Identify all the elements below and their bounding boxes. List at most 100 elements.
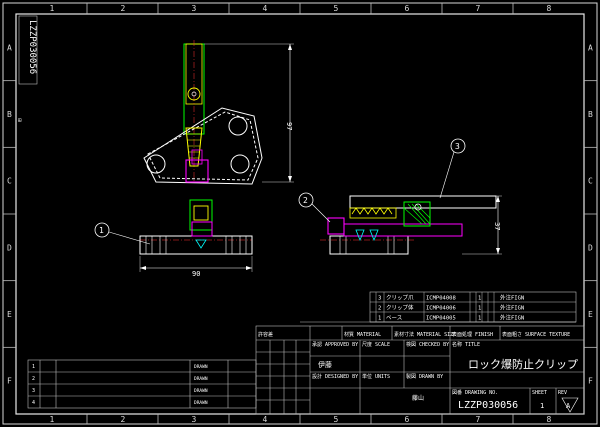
side-spring-housing (403, 201, 431, 227)
grid-label-left: A (7, 43, 12, 52)
cone-part-outline (185, 127, 203, 167)
approved-label: 承認 APPROVED BY (312, 341, 358, 348)
grid-label-right: A (588, 43, 593, 52)
drawn-name: 藤山 (412, 394, 424, 402)
grid-label-left: B (7, 110, 12, 119)
grid-label-left: C (7, 177, 12, 186)
callout-3-label: 3 (455, 142, 460, 151)
title-block-values: 伊藤 藤山 ロック爆防止クリップ LZZP030056 1 A (318, 357, 578, 411)
part-qty: 1 (478, 316, 481, 322)
title-label: 名称 TITLE (452, 341, 480, 348)
part-name: クリップ爪 (386, 295, 414, 302)
drawing-number: LZZP030056 (458, 400, 518, 411)
base-boss-top-view (191, 149, 203, 165)
dim-37-arrows (496, 196, 500, 254)
side-spring-coils (403, 203, 431, 225)
grid-ticks (3, 3, 597, 424)
revision-mark: 3 (32, 388, 35, 394)
grid-label-left: F (7, 377, 12, 386)
part-no: 3 (378, 296, 381, 302)
grid-label-top: 1 (50, 4, 55, 13)
grid-label-bottom: 4 (263, 415, 268, 424)
material-label: 材質 MATERIAL (344, 331, 381, 338)
part-code: ICMP04006 (426, 306, 456, 312)
callout-1-label: 1 (99, 226, 104, 235)
sheet-value: 1 (540, 402, 544, 410)
grid-label-top: 8 (547, 4, 552, 13)
cone-hatch (187, 133, 201, 159)
link-plate-outline (143, 107, 263, 185)
plate-hole-right (230, 154, 250, 174)
title-block (255, 325, 585, 415)
dim-90-text: 90 (192, 270, 200, 278)
part-qty: 1 (478, 296, 481, 302)
revision-text: DRAWN (194, 364, 208, 370)
rev-value: A (566, 402, 571, 410)
sheet-label: SHEET (532, 390, 547, 396)
handle-pivot-hole (191, 91, 197, 97)
surface-texture-label: 表面粗さ SURFACE TEXTURE (502, 331, 570, 338)
side-view: 37 (320, 195, 502, 255)
grid-label-right: D (588, 243, 593, 252)
revision-mark: 4 (32, 400, 35, 406)
front-view: 90 (139, 199, 253, 278)
plate-hole-left (146, 154, 166, 174)
title-block-labels: 許容差 材質 MATERIAL 素材寸法 MATERIAL SIZE 表面処理 … (258, 331, 570, 396)
revision-mark: 1 (32, 364, 35, 370)
grid-label-bottom: 7 (476, 415, 481, 424)
parts-list-row: 3 クリップ爪 ICMP04008 1 外注FIGN (370, 292, 576, 303)
grid-label-right: E (588, 310, 593, 319)
part-qty: 1 (478, 306, 481, 312)
part-code: ICMP04005 (426, 316, 456, 322)
part-name: ベース (386, 315, 402, 322)
front-spring-block (193, 205, 209, 221)
plate-hole-top-right (228, 116, 248, 136)
approved-name: 伊藤 (318, 360, 332, 369)
part-no: 1 (378, 316, 381, 322)
side-lever-body (343, 223, 463, 237)
grid-label-right: C (588, 177, 593, 186)
dim-97-text: 97 (285, 122, 293, 130)
grid-label-bottom: 3 (192, 415, 197, 424)
part-material: 外注FIGN (500, 294, 524, 302)
front-base-block (191, 221, 213, 237)
revision-table (27, 359, 257, 409)
grid-label-top: 4 (263, 4, 268, 13)
part-code: ICMP04008 (426, 296, 456, 302)
revision-text: DRAWN (194, 388, 208, 394)
projection-symbol-icon (561, 397, 579, 413)
grid-label-top: 3 (192, 4, 197, 13)
tolerance-label: 許容差 (258, 331, 273, 338)
revision-row: 4 DRAWN (32, 400, 208, 406)
material-size-label: 素材寸法 MATERIAL SIZE (394, 331, 456, 338)
front-base-holes (145, 235, 247, 255)
grid-label-top: 7 (476, 4, 481, 13)
link-plate-dashed (147, 111, 259, 181)
callout-1: 1 (94, 222, 151, 245)
left-edge-mark: ⊞ (18, 117, 22, 124)
dim-37-text: 37 (493, 222, 501, 230)
revision-row: 1 DRAWN (32, 364, 208, 370)
part-material: 外注FIGN (500, 304, 524, 312)
callout-2-label: 2 (303, 196, 308, 205)
grid-label-bottom: 6 (405, 415, 410, 424)
grid-label-bottom: 5 (334, 415, 339, 424)
drawn-label: 製図 DRAWN BY (406, 373, 443, 380)
front-pin (195, 239, 207, 249)
grid-label-bottom: 2 (121, 415, 126, 424)
revision-text: DRAWN (194, 400, 208, 406)
callout-3: 3 (439, 138, 466, 199)
grid-label-right: F (588, 377, 593, 386)
side-pivot (414, 203, 422, 211)
checked-label: 検図 CHECKED BY (406, 341, 449, 348)
top-view: 97 (143, 40, 294, 185)
scale-label: 尺度 SCALE (362, 341, 390, 348)
